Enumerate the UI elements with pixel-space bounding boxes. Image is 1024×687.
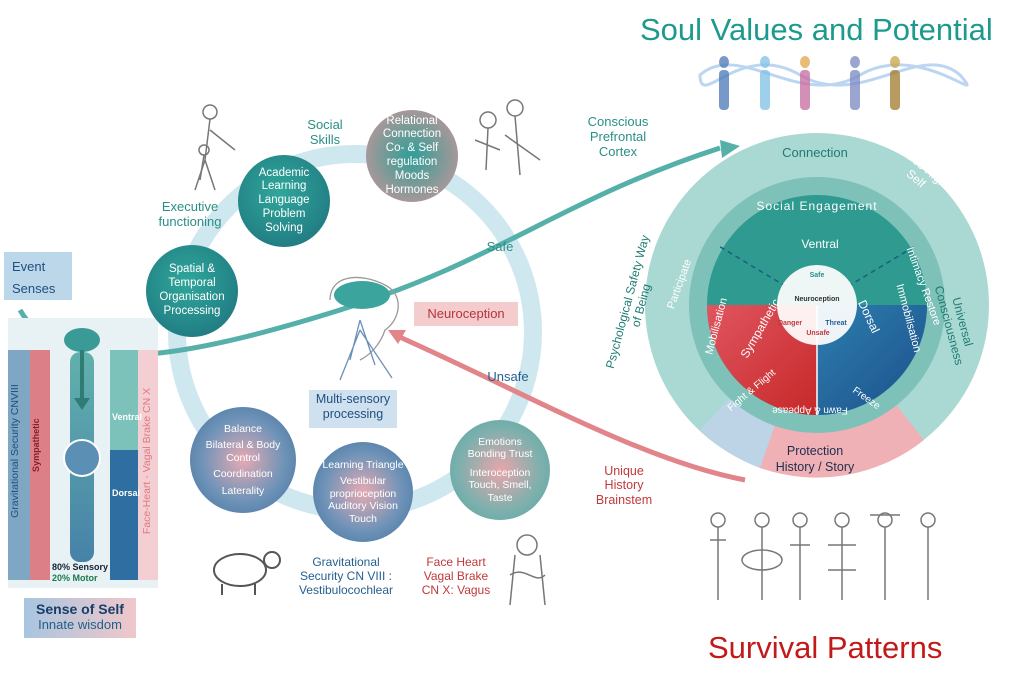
wheel-social-engagement-label: Social Engagement [756, 199, 878, 213]
laterality-label: Laterality [221, 484, 265, 497]
dorsal-label: Dorsal [112, 488, 141, 498]
relational-circle: Relational Connection Co- & Self regulat… [366, 110, 458, 202]
sense-of-self-box: Sense of Self Innate wisdom [24, 598, 136, 638]
two-men-figure [474, 99, 541, 176]
event-label: Event [12, 259, 46, 274]
survival-figures [710, 512, 936, 600]
sympathetic-vertical: Sympathetic [30, 418, 41, 472]
wheel-protection-label: Protection [786, 444, 844, 458]
brainstem-arrow [393, 332, 746, 483]
vestibular-label: Vestibular proprioception Auditory Visio… [328, 475, 398, 525]
wheel-ventral-label: Ventral [801, 237, 839, 251]
face-heart-band [138, 350, 158, 580]
bear-figure [213, 551, 281, 595]
wheel-fawn-appease-label: Fawn & Appease [772, 404, 848, 416]
balance-circle: Balance Bilateral & Body Control Coordin… [190, 407, 296, 513]
center-danger-label: Danger [777, 320, 803, 327]
ventral-band [110, 350, 140, 450]
neuroception-label: Neuroception [414, 302, 518, 326]
wheel-connection-label: Connection [782, 145, 848, 160]
center-neuroception-label: Neuroception [794, 296, 840, 303]
academic-circle: Academic Learning Language Problem Solvi… [238, 155, 330, 247]
ventral-label: Ventral [112, 412, 143, 422]
face-heart-vertical: Face-Heart - Vagal Brake CN X [140, 387, 153, 535]
wheel-center [777, 265, 857, 345]
gravitational-security-label: Gravitational Security CN VIII : Vestibu… [298, 555, 394, 597]
emotions-circle: Emotions Bonding Trust Interoception Tou… [450, 420, 550, 520]
conscious-arrowhead [720, 140, 740, 158]
social-skills-label: Social Skills [307, 117, 343, 147]
sense-of-self-subtitle: Innate wisdom [38, 617, 122, 632]
infinity-banner [698, 63, 969, 87]
coordination-label: Coordination [213, 468, 273, 481]
wheel-history-label: History / Story [775, 460, 855, 474]
mother-baby-figure [509, 534, 546, 606]
interoception-label: Interoception Touch, Smell, Taste [468, 466, 532, 504]
body-arrow-head [74, 398, 90, 410]
head-profile [329, 276, 399, 381]
sympathetic-band [30, 350, 50, 580]
center-unsafe-label: Unsafe [806, 330, 830, 337]
learning-triangle-label: Learning Triangle [322, 458, 404, 471]
dorsal-band [110, 450, 140, 580]
bilateral-label: Bilateral & Body Control [205, 439, 281, 464]
learning-triangle-circle: Learning Triangle Vestibular propriocept… [313, 442, 413, 542]
balance-label: Balance [224, 422, 262, 435]
survival-patterns-title: Survival Patterns [708, 630, 943, 665]
emotions-label: Emotions Bonding Trust [467, 435, 533, 461]
center-threat-label: Threat [825, 320, 847, 327]
senses-label: Senses [12, 281, 56, 297]
event-senses-box: Event Senses [4, 252, 72, 300]
body-head [64, 328, 100, 352]
safe-label: Safe [486, 239, 514, 254]
body-heart [63, 439, 101, 477]
center-safe-label: Safe [809, 272, 825, 279]
unique-history-label: Unique History Brainstem [595, 464, 653, 507]
face-heart-label: Face Heart Vagal Brake CN X: Vagus [421, 555, 491, 597]
unsafe-label: Unsafe [487, 369, 529, 384]
parent-child-figure [194, 104, 236, 191]
motor-label: 20% Motor [52, 573, 98, 583]
multisensory-label: Multi-sensory processing [309, 390, 397, 428]
sense-of-self-title: Sense of Self [36, 601, 124, 617]
gravitational-security-vertical: Gravitational Security CNVIII [8, 384, 21, 518]
sensory-label: 80% Sensory [52, 562, 109, 572]
brainstem-arrowhead [388, 330, 406, 344]
executive-functioning-label: Executive functioning [158, 199, 222, 229]
soul-figures [719, 56, 900, 110]
conscious-prefrontal-label: Conscious Prefrontal Cortex [587, 114, 649, 159]
gravitational-band [8, 350, 30, 580]
spatial-circle: Spatial & Temporal Organisation Processi… [146, 245, 238, 337]
soul-values-title: Soul Values and Potential [640, 12, 993, 47]
